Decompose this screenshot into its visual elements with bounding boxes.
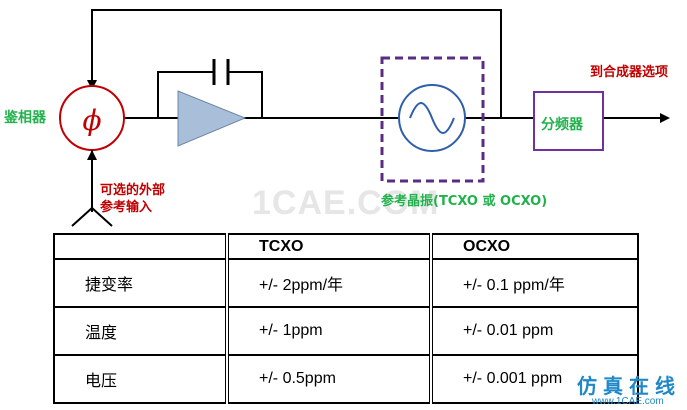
brand-site-url: www.1CAE.com: [592, 396, 664, 407]
table-row: 电压 +/- 0.5ppm +/- 0.001 ppm: [53, 354, 639, 404]
table-cell: 电压: [53, 354, 228, 404]
table-header-row: TCXO OCXO: [53, 233, 639, 260]
table-header-cell: OCXO: [429, 233, 639, 260]
oscillator-label: 参考晶振(TCXO 或 OCXO): [381, 194, 548, 209]
watermark: 1CAE.COM: [252, 184, 440, 222]
divider-label: 分频器: [541, 117, 583, 133]
capacitor-bypass-line-right: [228, 71, 263, 118]
feedback-line: [91, 9, 502, 118]
table-row: 捷变率 +/- 2ppm/年 +/- 0.1 ppm/年: [53, 258, 639, 308]
table-cell: 捷变率: [53, 258, 228, 308]
table-cell: +/- 0.1 ppm/年: [429, 258, 639, 308]
external-input-arrowhead: [87, 150, 97, 160]
brand-logo-text: 仿真在线: [577, 374, 681, 398]
divider-box: [533, 91, 604, 151]
table-header-cell: TCXO: [225, 233, 432, 260]
sine-wave-icon: [409, 102, 455, 134]
spec-table: TCXO OCXO 捷变率 +/- 2ppm/年 +/- 0.1 ppm/年 温…: [53, 233, 639, 404]
block-diagram: ϕ: [59, 9, 670, 227]
table-row: 温度 +/- 1ppm +/- 0.01 ppm: [53, 306, 639, 356]
optional-input-label-line1: 可选的外部: [100, 183, 166, 198]
phase-symbol: ϕ: [82, 104, 101, 137]
output-label: 到合成器选项: [590, 65, 669, 80]
optional-input-label-line2: 参考输入: [100, 200, 153, 215]
table-header-cell: [53, 233, 228, 260]
table-cell: +/- 0.5ppm: [225, 354, 432, 404]
amplifier-triangle: [177, 90, 247, 147]
table-cell: +/- 2ppm/年: [225, 258, 432, 308]
table-cell: +/- 0.001 ppm: [429, 354, 639, 404]
antenna-symbol: [71, 206, 113, 227]
output-arrowhead: [660, 113, 670, 123]
capacitor-bypass-line: [157, 71, 214, 118]
table-cell: +/- 1ppm: [225, 306, 432, 356]
table-cell: 温度: [53, 306, 228, 356]
oscillator-dashed-box: [380, 56, 485, 183]
phase-detector-label: 鉴相器: [4, 110, 46, 126]
table-cell: +/- 0.01 ppm: [429, 306, 639, 356]
